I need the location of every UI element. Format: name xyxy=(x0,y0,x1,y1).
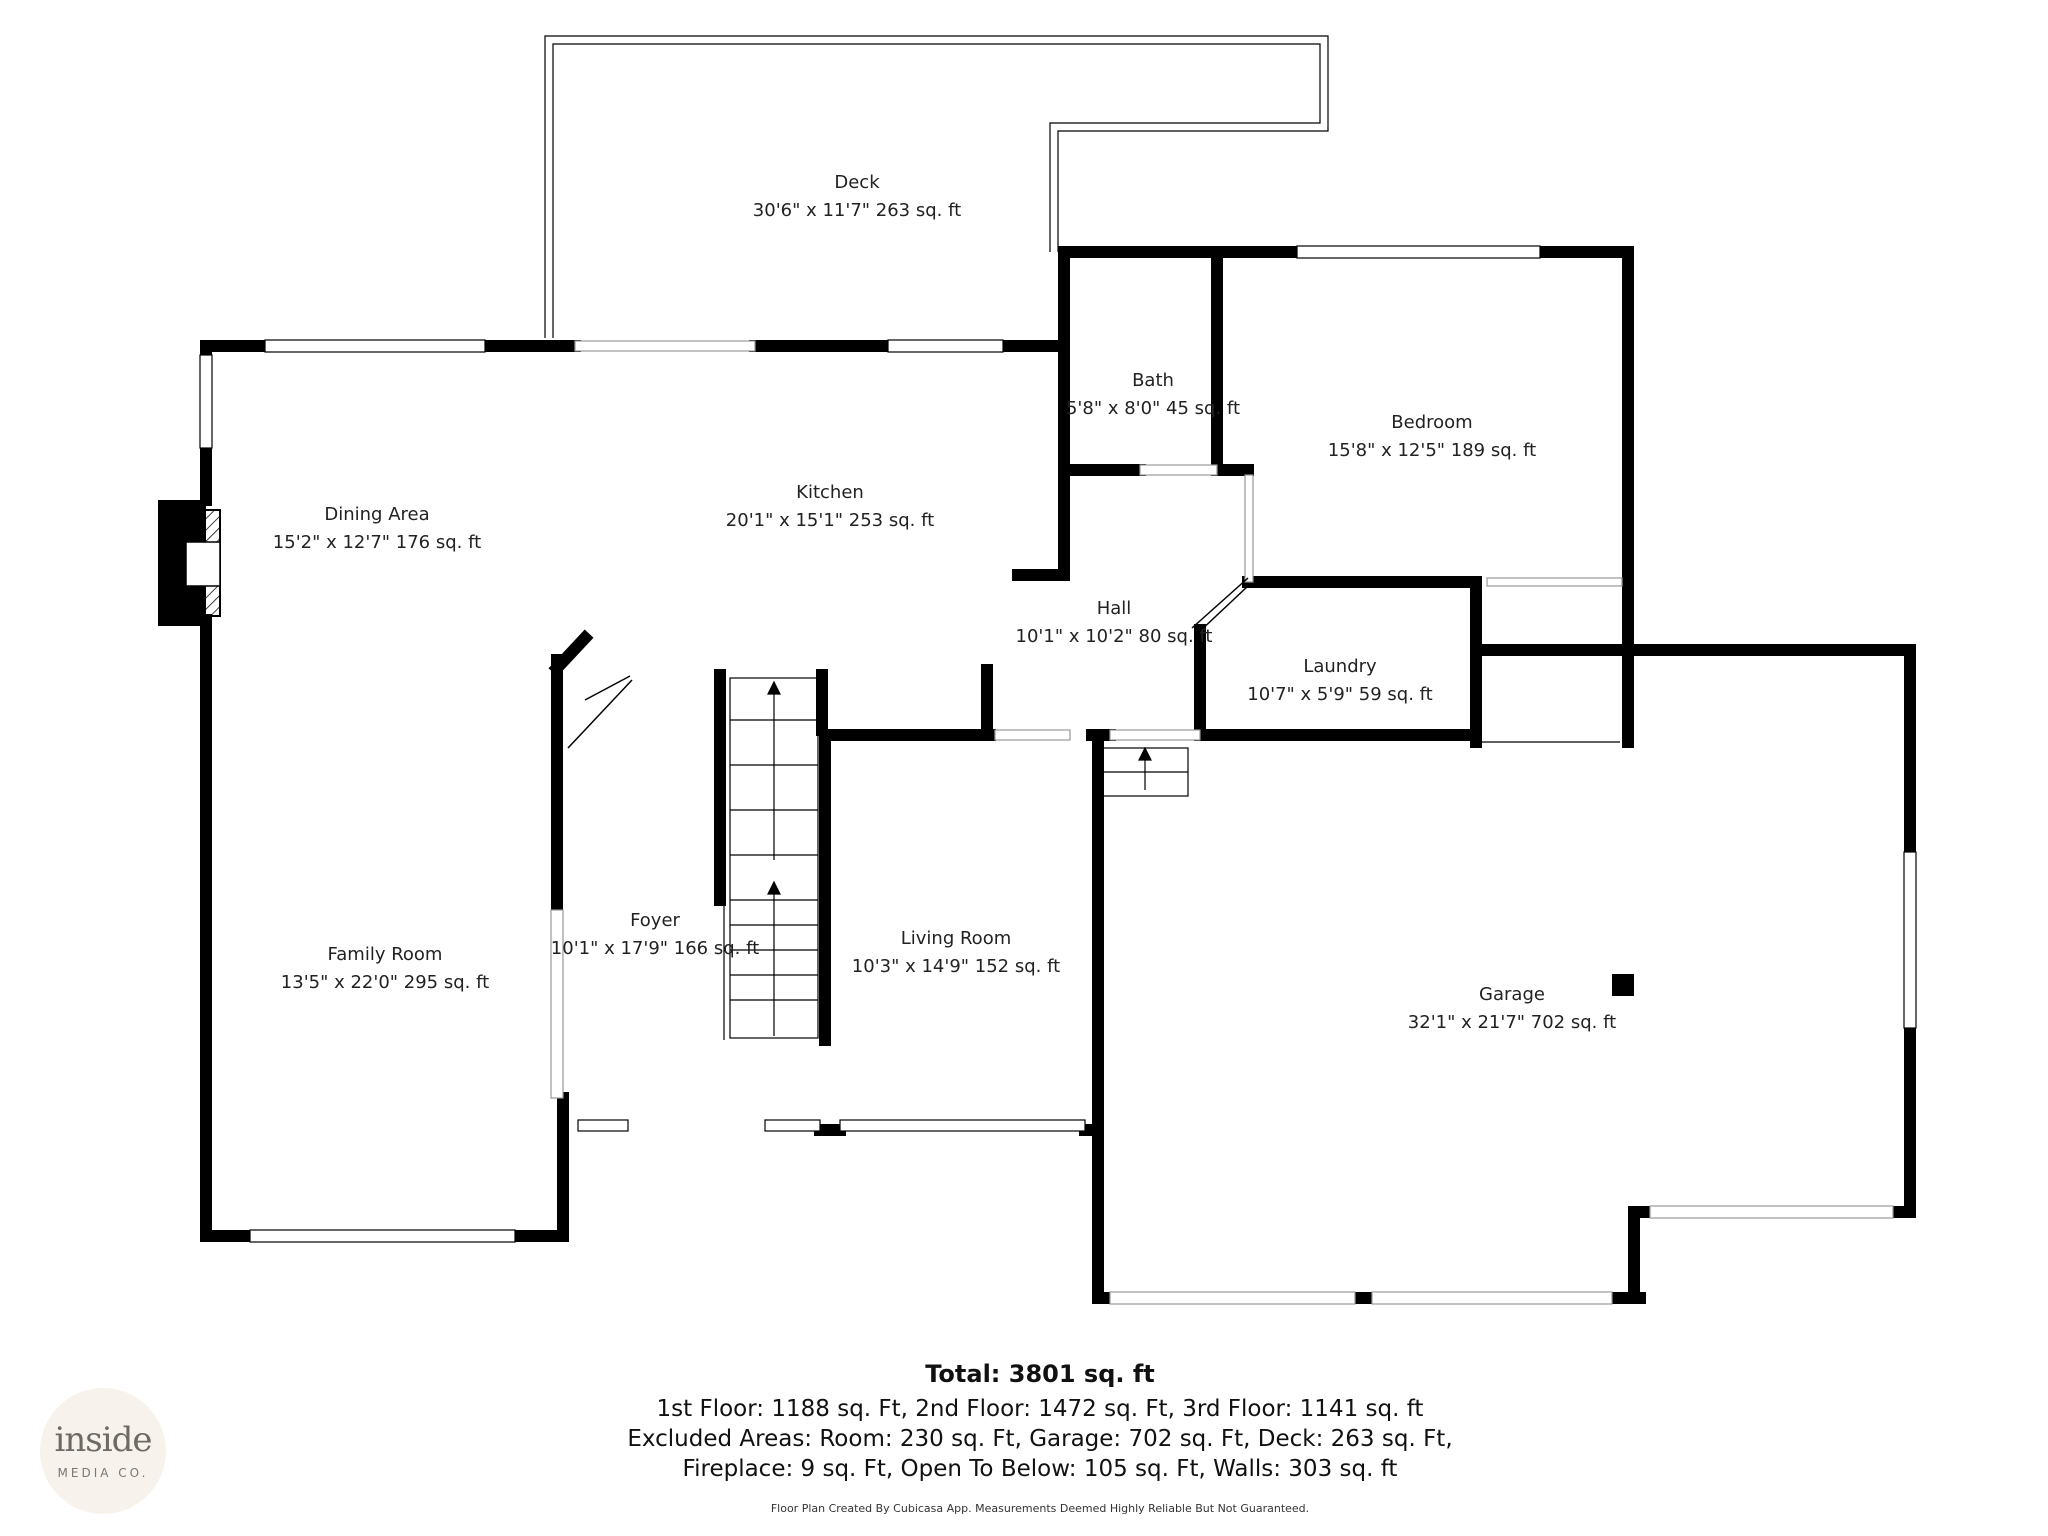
stairs xyxy=(723,677,1189,1040)
total-area: Total: 3801 sq. ft xyxy=(925,1360,1155,1388)
room-dims-dining: 15'2" x 12'7" 176 sq. ft xyxy=(273,532,481,553)
excluded-areas: Excluded Areas: Room: 230 sq. Ft, Garage… xyxy=(627,1426,1453,1452)
room-dims-foyer: 10'1" x 17'9" 166 sq. ft xyxy=(551,938,759,959)
logo-subtitle: MEDIA CO. xyxy=(57,1466,149,1480)
floor-areas: 1st Floor: 1188 sq. Ft, 2nd Floor: 1472 … xyxy=(656,1396,1424,1422)
logo-word: inside xyxy=(54,1420,153,1460)
room-name-family: Family Room xyxy=(328,944,443,965)
room-labels: Deck 30'6" x 11'7" 263 sq. ft Bath 5'8" … xyxy=(273,172,1616,1033)
room-name-kitchen: Kitchen xyxy=(796,482,864,503)
windows xyxy=(199,245,1917,1305)
room-dims-kitchen: 20'1" x 15'1" 253 sq. ft xyxy=(726,510,934,531)
room-dims-deck: 30'6" x 11'7" 263 sq. ft xyxy=(753,200,961,221)
room-name-bedroom: Bedroom xyxy=(1391,412,1472,433)
room-dims-family: 13'5" x 22'0" 295 sq. ft xyxy=(281,972,489,993)
fireplace xyxy=(158,500,221,626)
room-dims-laundry: 10'7" x 5'9" 59 sq. ft xyxy=(1247,684,1432,705)
walls xyxy=(200,246,1916,1304)
room-name-dining: Dining Area xyxy=(324,504,429,525)
room-name-foyer: Foyer xyxy=(630,910,680,931)
room-dims-bath: 5'8" x 8'0" 45 sq. ft xyxy=(1066,398,1240,419)
room-name-deck: Deck xyxy=(834,172,880,193)
disclaimer: Floor Plan Created By Cubicasa App. Meas… xyxy=(770,1502,1310,1515)
room-name-bath: Bath xyxy=(1132,370,1174,391)
room-name-hall: Hall xyxy=(1097,598,1132,619)
deck-outline xyxy=(544,35,1329,338)
room-dims-living: 10'3" x 14'9" 152 sq. ft xyxy=(852,956,1060,977)
room-dims-garage: 32'1" x 21'7" 702 sq. ft xyxy=(1408,1012,1616,1033)
room-name-garage: Garage xyxy=(1479,984,1545,1005)
room-dims-bedroom: 15'8" x 12'5" 189 sq. ft xyxy=(1328,440,1536,461)
company-logo: inside MEDIA CO. xyxy=(40,1388,166,1514)
other-areas: Fireplace: 9 sq. Ft, Open To Below: 105 … xyxy=(682,1456,1398,1482)
room-name-laundry: Laundry xyxy=(1303,656,1377,677)
garage-post xyxy=(1612,974,1634,996)
room-dims-hall: 10'1" x 10'2" 80 sq. ft xyxy=(1016,626,1213,647)
room-name-living: Living Room xyxy=(901,928,1012,949)
hall-angled-walls xyxy=(567,577,1249,749)
